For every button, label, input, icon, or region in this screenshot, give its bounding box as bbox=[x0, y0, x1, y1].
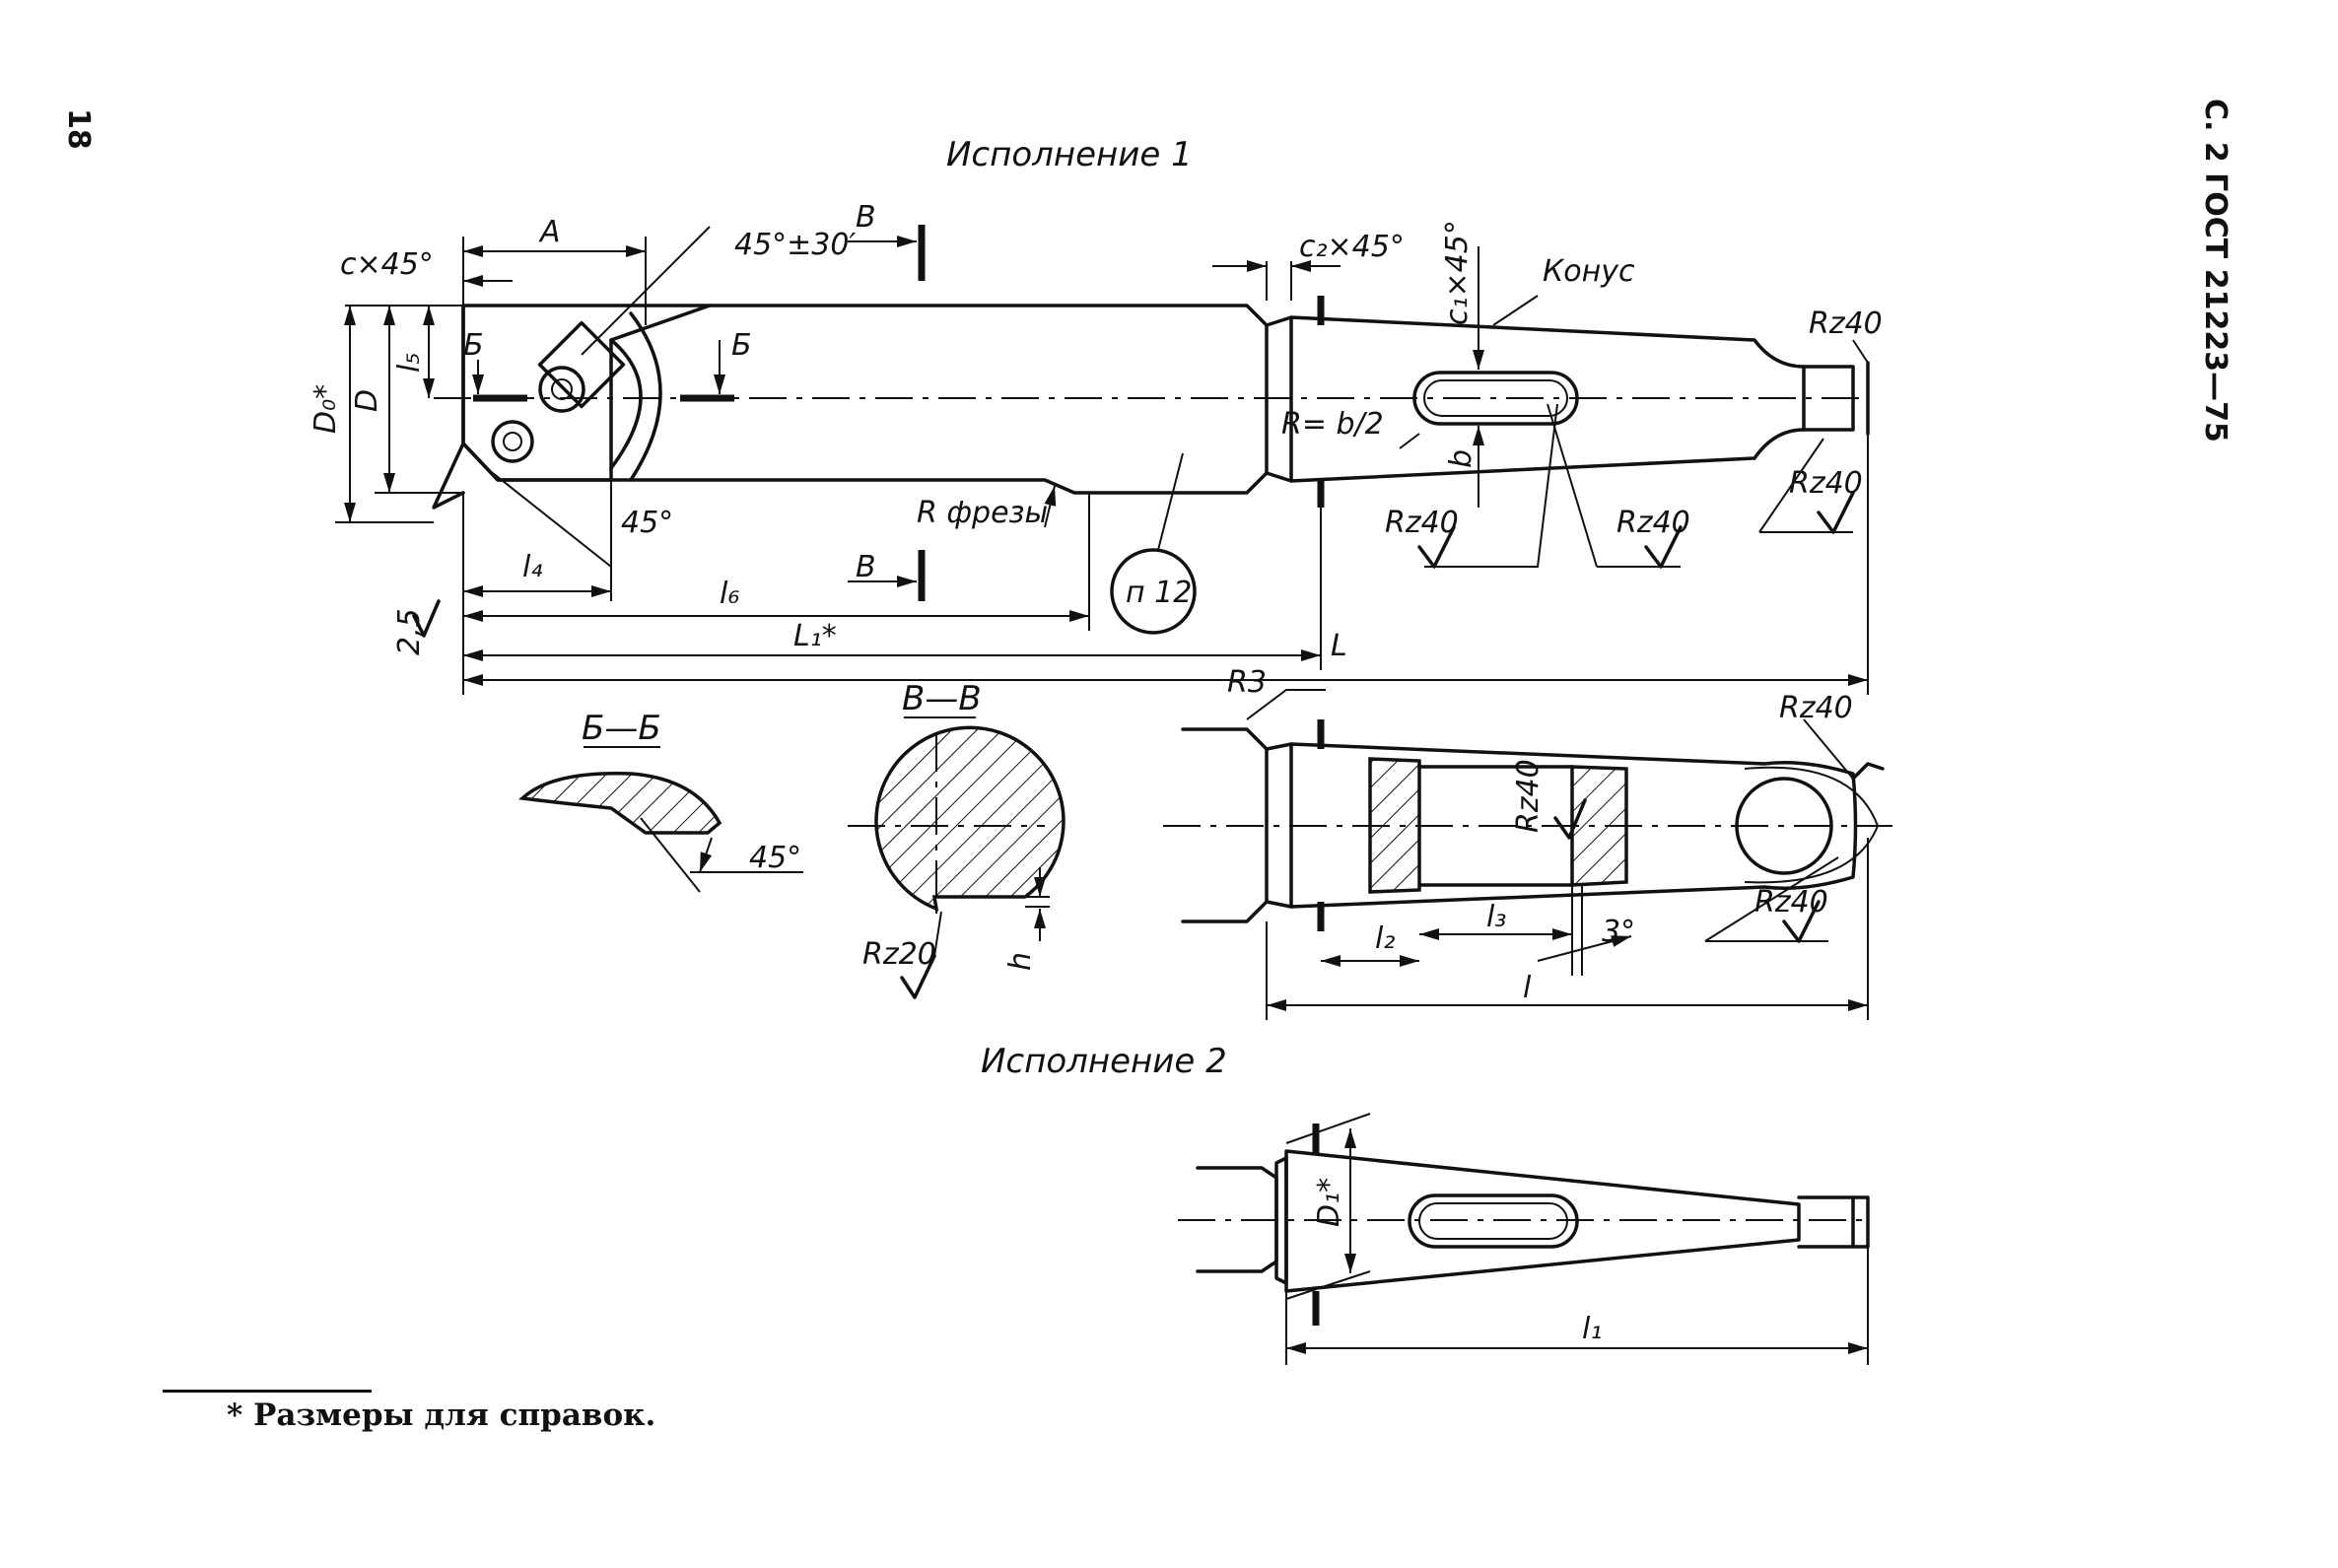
section-v-v-title: В—В bbox=[902, 679, 982, 718]
label-D: D bbox=[350, 389, 384, 412]
variant-1-title: Исполнение 1 bbox=[946, 135, 1193, 174]
label-h: h bbox=[1003, 952, 1038, 971]
variant-2-view: D₁* l₁ bbox=[1178, 1113, 1870, 1365]
label-c1: c₁×45° bbox=[1440, 220, 1475, 325]
label-V-bottom: В bbox=[856, 550, 876, 584]
label-l2: l₂ bbox=[1375, 921, 1395, 956]
variant-2-title: Исполнение 2 bbox=[981, 1042, 1227, 1081]
label-R-b2: R= b/2 bbox=[1281, 407, 1384, 442]
label-rz40-e: Rz40 bbox=[1779, 691, 1853, 725]
label-D0: D₀* bbox=[309, 384, 343, 434]
label-c2: c₂×45° bbox=[1299, 230, 1405, 264]
footnote: * Размеры для справок. bbox=[227, 1398, 656, 1433]
label-c45: c×45° bbox=[340, 247, 434, 282]
label-R-cutter: R фрезы bbox=[917, 496, 1048, 530]
label-R3: R3 bbox=[1227, 665, 1267, 700]
label-l: l bbox=[1523, 971, 1532, 1005]
label-rz20: Rz20 bbox=[862, 937, 936, 972]
section-b-b: Б—Б 45° bbox=[518, 709, 803, 893]
label-b-b-45: 45° bbox=[749, 841, 801, 875]
page-number: 18 bbox=[61, 108, 96, 150]
label-L1: L₁* bbox=[793, 619, 837, 653]
label-B-right: Б bbox=[731, 328, 752, 363]
label-rz40-b: Rz40 bbox=[1789, 466, 1863, 501]
label-L: L bbox=[1331, 629, 1347, 663]
label-B-left: Б bbox=[463, 328, 484, 363]
label-rz40-c: Rz40 bbox=[1385, 506, 1459, 540]
document-header: С. 2 ГОСТ 21223—75 bbox=[2198, 99, 2233, 443]
label-rz40-a: Rz40 bbox=[1809, 307, 1883, 341]
label-D1: D₁* bbox=[1312, 1178, 1346, 1227]
main-view: A c×45° 45°±30′ В Б Б c₂×45° c₁×45° Кону… bbox=[309, 200, 1883, 695]
footnote-rule bbox=[163, 1390, 372, 1393]
label-rz40-f: Rz40 bbox=[1754, 885, 1828, 920]
label-l5: l₅ bbox=[392, 353, 427, 373]
label-l4: l₄ bbox=[522, 550, 542, 584]
label-marking: п 12 bbox=[1126, 576, 1192, 610]
section-v-v: В—В h Rz20 bbox=[848, 679, 1066, 999]
label-angle3: 3° bbox=[1602, 915, 1635, 949]
label-l1: l₁ bbox=[1582, 1312, 1602, 1346]
label-b: b bbox=[1444, 449, 1478, 468]
label-V-top: В bbox=[856, 200, 876, 235]
side-view: R3 Rz40 Rz40 Rz40 l₂ l₃ 3° l bbox=[1163, 665, 1892, 1020]
label-l6: l₆ bbox=[720, 577, 739, 611]
label-A: A bbox=[538, 215, 561, 249]
label-angle45: 45° bbox=[621, 506, 673, 540]
label-rz40-d: Rz40 bbox=[1616, 506, 1690, 540]
label-roughness-2-5: 2,5 bbox=[392, 608, 427, 655]
label-l3: l₃ bbox=[1486, 900, 1506, 934]
label-rz40-g: Rz40 bbox=[1511, 759, 1546, 833]
label-angle-tol: 45°±30′ bbox=[734, 228, 856, 262]
label-cone: Конус bbox=[1543, 254, 1635, 289]
section-b-b-title: Б—Б bbox=[582, 709, 661, 748]
